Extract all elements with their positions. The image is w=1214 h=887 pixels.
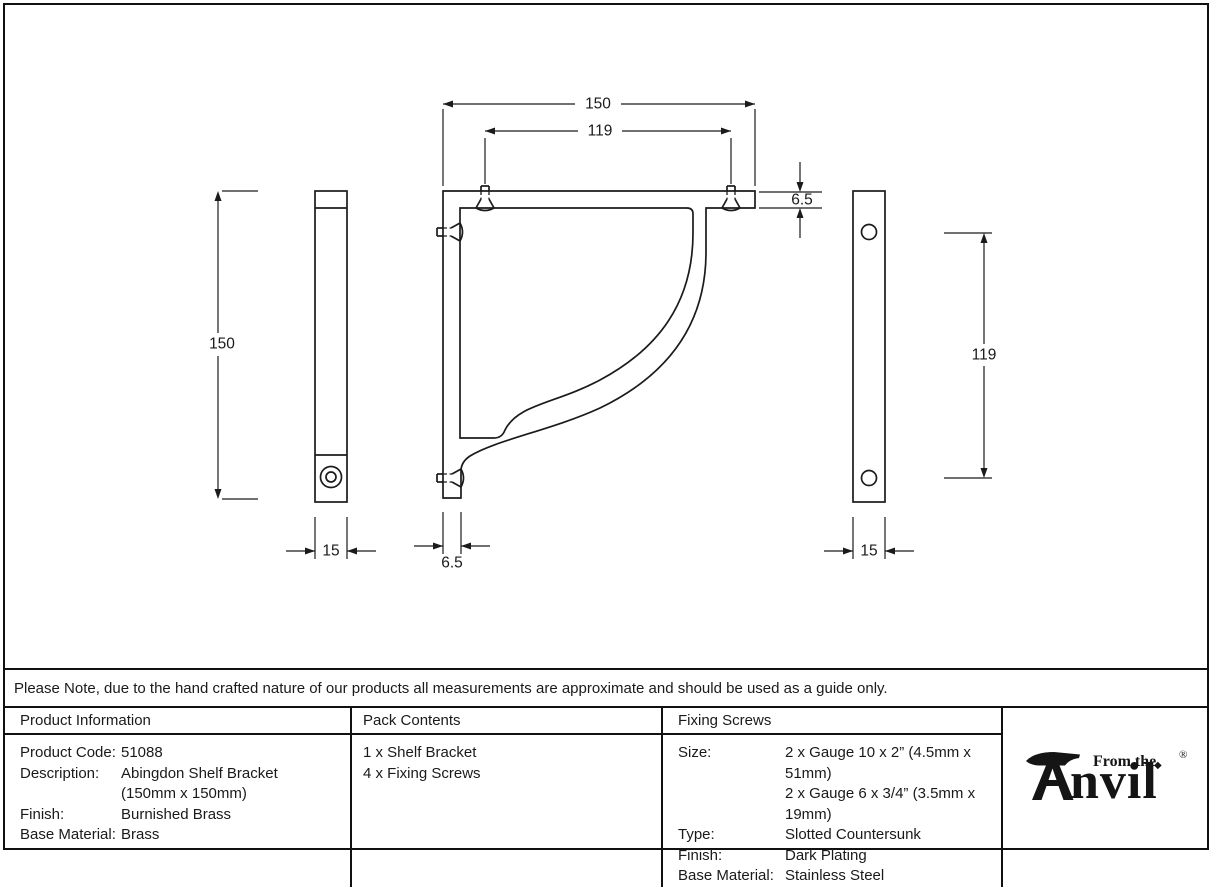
- dim-side-hole-spacing-label: 119: [968, 346, 1000, 364]
- side-view-right: [852, 190, 886, 503]
- row-value: Abingdon Shelf Bracket: [121, 764, 278, 782]
- table-row: Description: Abingdon Shelf Bracket: [20, 764, 350, 785]
- fixing-screws-header: Fixing Screws: [663, 708, 1003, 735]
- row-value: 2 x Gauge 6 x 3/4” (3.5mm x 19mm): [785, 785, 976, 823]
- side-view-left: [314, 190, 348, 503]
- anvil-icon: [1026, 752, 1080, 800]
- row-value: Burnished Brass: [121, 805, 232, 823]
- table-row: Base Material: Stainless Steel: [678, 866, 1001, 887]
- row-label: Size:: [678, 744, 712, 761]
- row-value: 51088: [121, 744, 163, 761]
- row-value: Dark Plating: [785, 846, 867, 864]
- row-value: Slotted Countersunk: [785, 826, 921, 843]
- row-label: Product Code:: [20, 744, 116, 761]
- pack-contents-header: Pack Contents: [352, 708, 663, 735]
- dim-plate-thickness-label: 6.5: [791, 191, 813, 209]
- table-row: Finish: Dark Plating: [678, 846, 1001, 867]
- row-label: Type:: [678, 826, 715, 843]
- row-value: Stainless Steel: [785, 867, 885, 884]
- logo-registered-mark: ®: [1179, 749, 1188, 761]
- row-label: Description:: [20, 764, 100, 782]
- logo-anvil-text: nvil: [1070, 753, 1158, 810]
- screw-left-top: [436, 222, 464, 242]
- table-row: 2 x Gauge 6 x 3/4” (3.5mm x 19mm): [678, 784, 1001, 825]
- dimension-lines: [214, 100, 992, 559]
- dim-side-height-label: 150: [206, 335, 238, 353]
- row-label: Base Material:: [20, 826, 116, 843]
- screw-top-right: [721, 185, 741, 212]
- table-row: Finish: Burnished Brass: [20, 805, 350, 826]
- screw-top-left: [475, 185, 495, 212]
- from-the-anvil-logo: nvil From the ◆ ®: [1003, 708, 1209, 887]
- dim-front-width-label: 150: [582, 95, 614, 113]
- table-row: Product Code: 51088: [20, 743, 350, 764]
- note-text: Please Note, due to the hand crafted nat…: [14, 679, 888, 697]
- product-info-table: Product Information Pack Contents Fixing…: [5, 706, 1209, 887]
- row-value: 2 x Gauge 10 x 2” (4.5mm x 51mm): [785, 744, 971, 782]
- product-information-cell: Product Code: 51088 Description: Abingdo…: [5, 735, 352, 887]
- table-row: (150mm x 150mm): [20, 784, 350, 805]
- dim-side-bar-width-left-label: 15: [319, 542, 343, 560]
- row-label: Finish:: [678, 846, 723, 864]
- row-label: Finish:: [20, 805, 65, 823]
- fixing-screws-cell: Size: 2 x Gauge 10 x 2” (4.5mm x 51mm) 2…: [663, 735, 1003, 887]
- table-row: Size: 2 x Gauge 10 x 2” (4.5mm x 51mm): [678, 743, 1001, 784]
- logo-diamond-icon: ◆: [1154, 760, 1162, 771]
- dim-side-bar-width-right-label: 15: [857, 542, 881, 560]
- list-item: 4 x Fixing Screws: [363, 764, 481, 782]
- row-label: Base Material:: [678, 867, 774, 884]
- table-row: Base Material: Brass: [20, 825, 350, 846]
- technical-drawing: [214, 100, 992, 559]
- measurement-note: Please Note, due to the hand crafted nat…: [5, 668, 1209, 706]
- row-value: (150mm x 150mm): [121, 785, 247, 802]
- row-label: [20, 784, 121, 805]
- screw-left-bottom: [436, 468, 465, 488]
- dim-leg-thickness-label: 6.5: [441, 554, 463, 572]
- product-information-header: Product Information: [5, 708, 352, 735]
- logo-from-the-text: From the: [1093, 753, 1157, 770]
- list-item: 1 x Shelf Bracket: [363, 744, 477, 761]
- row-label: [678, 784, 785, 825]
- front-view: [436, 185, 756, 499]
- table-row: Type: Slotted Countersunk: [678, 825, 1001, 846]
- pack-contents-cell: 1 x Shelf Bracket 4 x Fixing Screws: [352, 735, 663, 887]
- row-value: Brass: [121, 826, 160, 843]
- dim-front-hole-spacing-label: 119: [584, 122, 616, 140]
